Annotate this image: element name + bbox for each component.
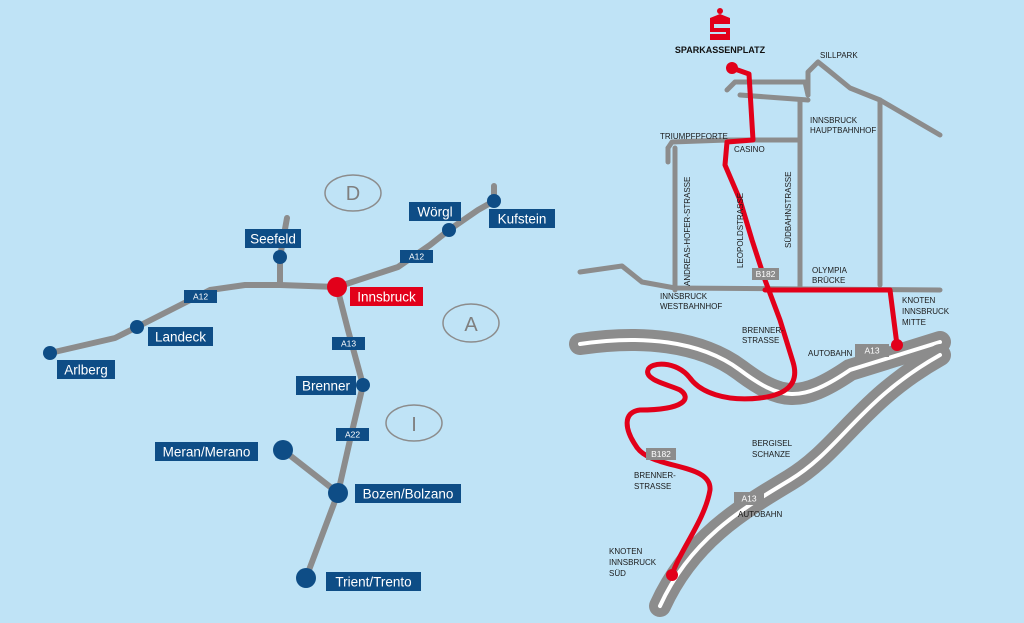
svg-text:A13: A13	[741, 494, 756, 504]
road-tag-a22: A22	[336, 428, 369, 441]
road-tag-a13-upper: A13	[855, 344, 889, 357]
route-endpoint-knoten-mitte	[891, 339, 903, 351]
label-autobahn-lower: AUTOBAHN	[738, 510, 783, 519]
label-kufstein: Kufstein	[489, 209, 555, 228]
node-meran	[273, 440, 293, 460]
label-westbahnhof-2: WESTBAHNHOF	[660, 302, 722, 311]
label-autobahn-upper: AUTOBAHN	[808, 349, 853, 358]
label-andreas-hofer: ANDREAS-HOFER-STRASSE	[683, 177, 692, 286]
label-brennerstrasse-lower-1: BRENNER-	[634, 471, 676, 480]
svg-text:A22: A22	[345, 430, 360, 440]
road-tag-a13: A13	[332, 337, 365, 350]
label-knoten-sued-2: INNSBRUCK	[609, 558, 657, 567]
route-to-knoten-mitte	[762, 287, 900, 348]
label-knoten-sued-1: KNOTEN	[609, 547, 643, 556]
country-marker-germany: D	[324, 174, 382, 212]
label-leopoldstrasse: LEOPOLDSTRASSE	[736, 193, 745, 268]
label-seefeld: Seefeld	[245, 229, 301, 248]
country-marker-austria: A	[442, 303, 500, 343]
svg-text:Kufstein: Kufstein	[498, 212, 547, 227]
brand-label: SPARKASSENPLATZ	[675, 45, 766, 55]
label-knoten-sued-3: SÜD	[609, 569, 626, 578]
route-endpoint-knoten-sued	[666, 569, 678, 581]
label-hauptbahnhof-1: INNSBRUCK	[810, 116, 858, 125]
detail-map: SPARKASSENPLATZ SILLPARK INNSBRUCK HAUPT…	[569, 8, 951, 617]
label-brennerstrasse-upper-2: STRASSE	[742, 336, 779, 345]
label-bergisel-2: SCHANZE	[752, 450, 790, 459]
route-to-knoten-sued	[624, 65, 798, 578]
country-label-italy: I	[411, 414, 417, 436]
svg-text:B182: B182	[651, 449, 671, 459]
autobahn-upper-center	[578, 337, 942, 396]
node-kufstein	[487, 194, 501, 208]
svg-text:Innsbruck: Innsbruck	[357, 290, 416, 305]
label-casino: CASINO	[734, 145, 765, 154]
road-meran-link	[280, 447, 341, 496]
label-meran: Meran/Merano	[155, 442, 258, 461]
label-brennerstrasse-lower-2: STRASSE	[634, 482, 671, 491]
label-olympia-1: OLYMPIA	[812, 266, 848, 275]
road-tag-b182-upper: B182	[752, 268, 779, 280]
node-bozen	[328, 483, 348, 503]
road-a13-a22	[303, 284, 366, 581]
label-innsbruck: Innsbruck	[350, 287, 423, 306]
country-label-austria: A	[464, 314, 478, 336]
label-landeck: Landeck	[148, 327, 213, 346]
node-trient	[296, 568, 316, 588]
svg-text:A12: A12	[409, 252, 424, 262]
node-arlberg	[43, 346, 57, 360]
svg-text:A13: A13	[864, 346, 879, 356]
label-suedbahnstrasse: SÜDBAHNSTRASSE	[784, 172, 793, 248]
road-tag-b182-lower: B182	[646, 448, 676, 460]
label-sillpark: SILLPARK	[820, 51, 858, 60]
road-tag-a12-west: A12	[184, 290, 217, 303]
svg-text:Bozen/Bolzano: Bozen/Bolzano	[363, 487, 454, 502]
autobahn-lower-center	[658, 353, 942, 608]
label-olympia-2: BRÜCKE	[812, 276, 845, 285]
node-seefeld	[273, 250, 287, 264]
label-hauptbahnhof-2: HAUPTBAHNHOF	[810, 126, 876, 135]
svg-text:B182: B182	[756, 269, 776, 279]
label-triumphpforte: TRIUMPFPFORTE	[660, 132, 728, 141]
sparkasse-logo-icon	[710, 8, 730, 40]
label-arlberg: Arlberg	[57, 360, 115, 379]
svg-text:Trient/Trento: Trient/Trento	[335, 575, 411, 590]
node-brenner	[356, 378, 370, 392]
label-knoten-mitte-2: INNSBRUCK	[902, 307, 950, 316]
svg-text:Seefeld: Seefeld	[250, 232, 296, 247]
svg-text:Landeck: Landeck	[155, 330, 206, 345]
node-woergl	[442, 223, 456, 237]
country-label-germany: D	[346, 183, 360, 205]
node-landeck	[130, 320, 144, 334]
road-tag-a13-lower: A13	[734, 492, 764, 505]
svg-text:A13: A13	[341, 339, 356, 349]
svg-text:A12: A12	[193, 292, 208, 302]
label-knoten-mitte-1: KNOTEN	[902, 296, 936, 305]
route-endpoint-sparkassenplatz	[726, 62, 738, 74]
overview-map: D A I A12 A12 A13	[43, 174, 555, 591]
label-brenner: Brenner	[296, 376, 356, 395]
svg-text:Brenner: Brenner	[302, 379, 351, 394]
label-brennerstrasse-upper-1: BRENNER-	[742, 326, 784, 335]
label-woergl: Wörgl	[409, 202, 461, 221]
node-innsbruck	[327, 277, 347, 297]
svg-text:Arlberg: Arlberg	[64, 363, 108, 378]
label-bozen: Bozen/Bolzano	[355, 484, 461, 503]
label-trient: Trient/Trento	[326, 572, 421, 591]
label-knoten-mitte-3: MITTE	[902, 318, 926, 327]
label-bergisel-1: BERGISEL	[752, 439, 793, 448]
svg-text:Meran/Merano: Meran/Merano	[163, 445, 251, 460]
street-triumphpforte	[665, 137, 803, 151]
country-marker-italy: I	[385, 404, 443, 442]
svg-text:Wörgl: Wörgl	[417, 205, 452, 220]
label-westbahnhof-1: INNSBRUCK	[660, 292, 708, 301]
road-tag-a12-east: A12	[400, 250, 433, 263]
